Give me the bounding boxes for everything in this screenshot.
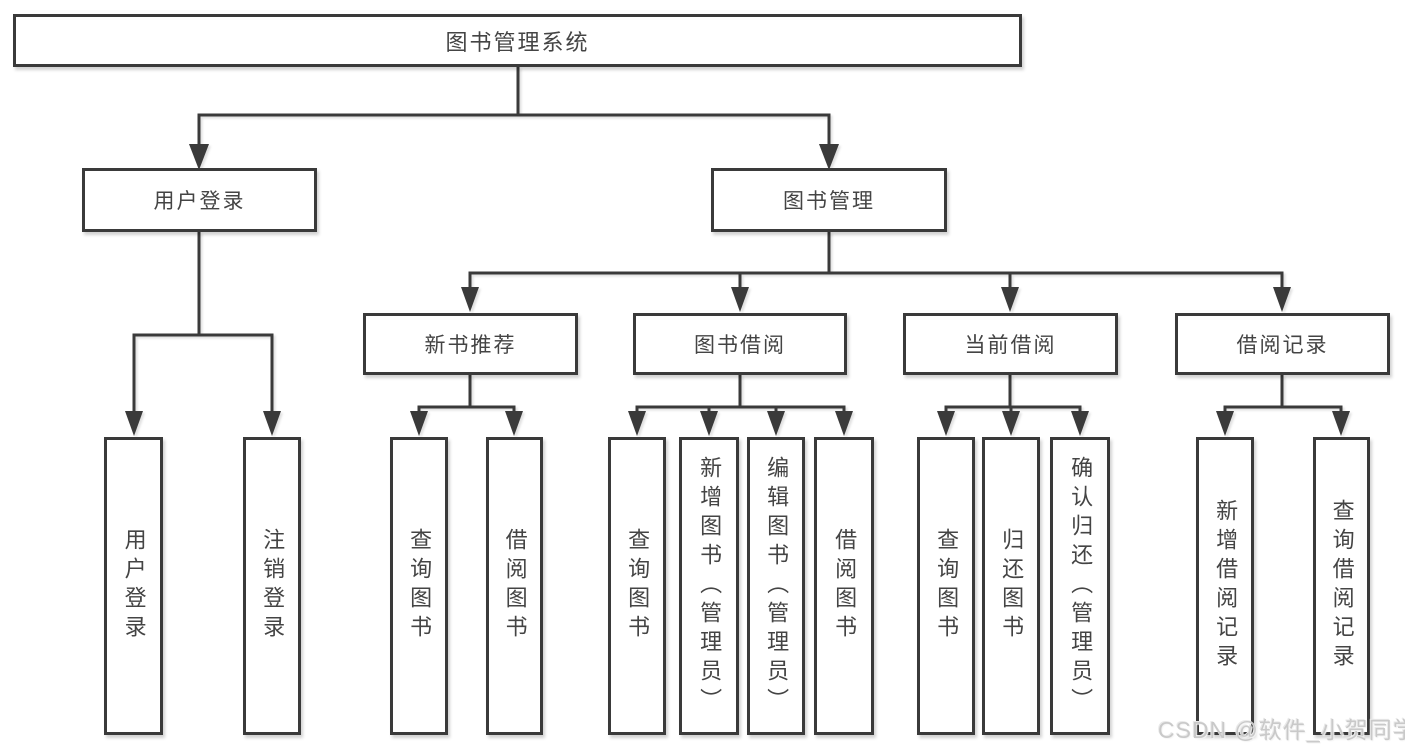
- node-leaf-logout: 注销登录: [243, 437, 301, 735]
- edge-current-borrow-to-leaves: [937, 375, 1089, 436]
- node-leaf-query-books-current: 查询图书: [917, 437, 975, 735]
- node-leaf-borrow-books-recommend: 借阅图书: [486, 437, 543, 735]
- edge-root-to-level2: [189, 67, 839, 170]
- edge-book-borrow-to-leaves: [628, 375, 853, 436]
- node-leaf-query-borrow-record: 查询借阅记录: [1313, 437, 1370, 735]
- node-book-management: 图书管理: [711, 168, 947, 232]
- node-leaf-query-books-recommend: 查询图书: [390, 437, 448, 735]
- node-leaf-borrow-books: 借阅图书: [814, 437, 874, 735]
- edge-user-login-to-leaves: [125, 232, 281, 436]
- node-library-management-system: 图书管理系统: [13, 14, 1022, 67]
- node-leaf-return-books: 归还图书: [982, 437, 1040, 735]
- node-leaf-add-books-admin: 新增图书（管理员）: [679, 437, 739, 735]
- edge-book-management-to-sections: [461, 232, 1291, 312]
- node-leaf-user-login: 用户登录: [104, 437, 163, 735]
- edge-new-book-recommend-to-leaves: [410, 375, 523, 436]
- node-leaf-edit-books-admin: 编辑图书（管理员）: [747, 437, 805, 735]
- node-leaf-confirm-return-admin: 确认归还（管理员）: [1050, 437, 1110, 735]
- node-leaf-add-borrow-record: 新增借阅记录: [1196, 437, 1254, 735]
- node-new-book-recommend: 新书推荐: [363, 313, 578, 375]
- node-user-login: 用户登录: [82, 168, 317, 232]
- edge-borrow-records-to-leaves: [1216, 375, 1350, 436]
- node-current-borrow: 当前借阅: [903, 313, 1118, 375]
- node-book-borrow: 图书借阅: [633, 313, 847, 375]
- node-leaf-query-books-borrow: 查询图书: [608, 437, 666, 735]
- node-borrow-records: 借阅记录: [1175, 313, 1390, 375]
